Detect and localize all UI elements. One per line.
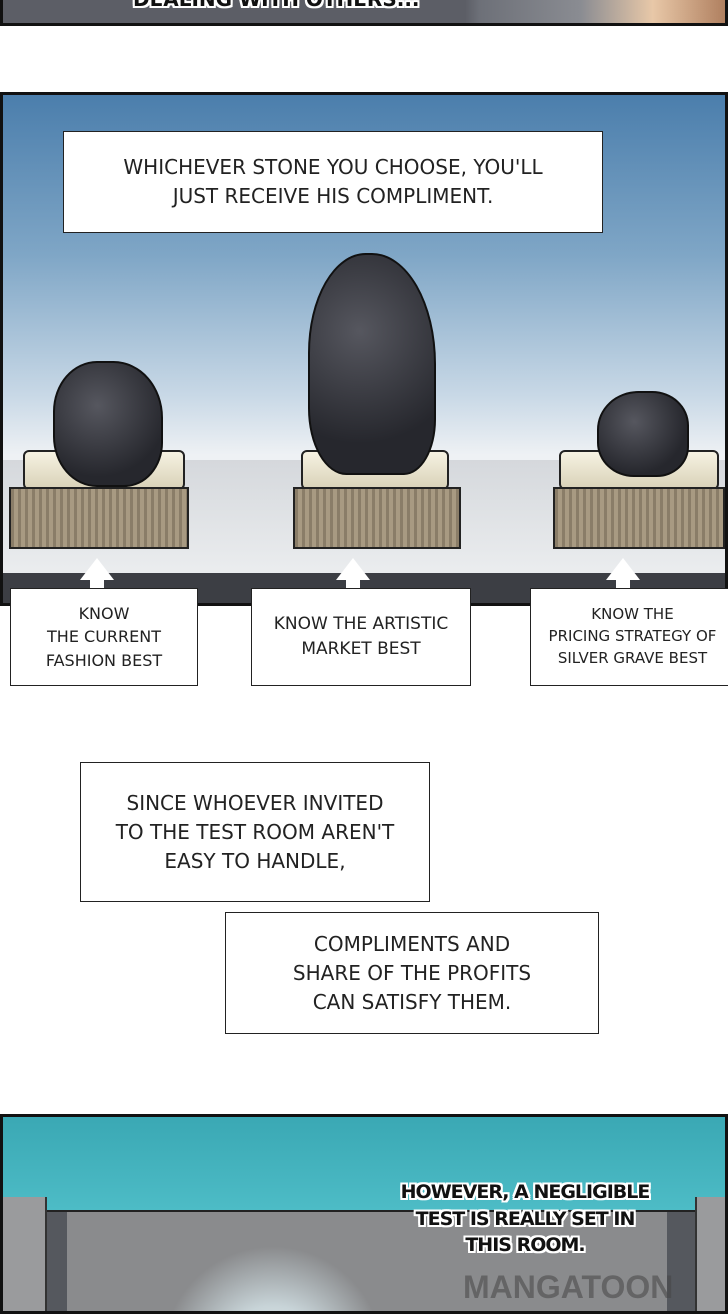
label-artistic: KNOW THE ARTISTIC MARKET BEST	[251, 588, 471, 686]
room-caption: HOWEVER, A NEGLIGIBLE TEST IS REALLY SET…	[400, 1181, 651, 1257]
burst-effect	[153, 1237, 393, 1311]
room-panel: HOWEVER, A NEGLIGIBLE TEST IS REALLY SET…	[0, 1114, 728, 1314]
stone-middle	[308, 253, 436, 475]
caption-box: WHICHEVER STONE YOU CHOOSE, YOU'LL JUST …	[63, 131, 603, 233]
top-caption: DEALING WITH OTHERS...	[133, 0, 420, 13]
narration-box-1: SINCE WHOEVER INVITED TO THE TEST ROOM A…	[80, 762, 430, 902]
narration-box-2: COMPLIMENTS AND SHARE OF THE PROFITS CAN…	[225, 912, 599, 1034]
stone-left	[53, 361, 163, 487]
top-panel: DEALING WITH OTHERS...	[0, 0, 728, 26]
label-fashion: KNOW THE CURRENT FASHION BEST	[10, 588, 198, 686]
stone-right	[597, 391, 689, 477]
stones-panel: WHICHEVER STONE YOU CHOOSE, YOU'LL JUST …	[0, 92, 728, 606]
label-pricing: KNOW THE PRICING STRATEGY OF SILVER GRAV…	[530, 588, 728, 686]
watermark: MANGATOON	[463, 1269, 674, 1305]
